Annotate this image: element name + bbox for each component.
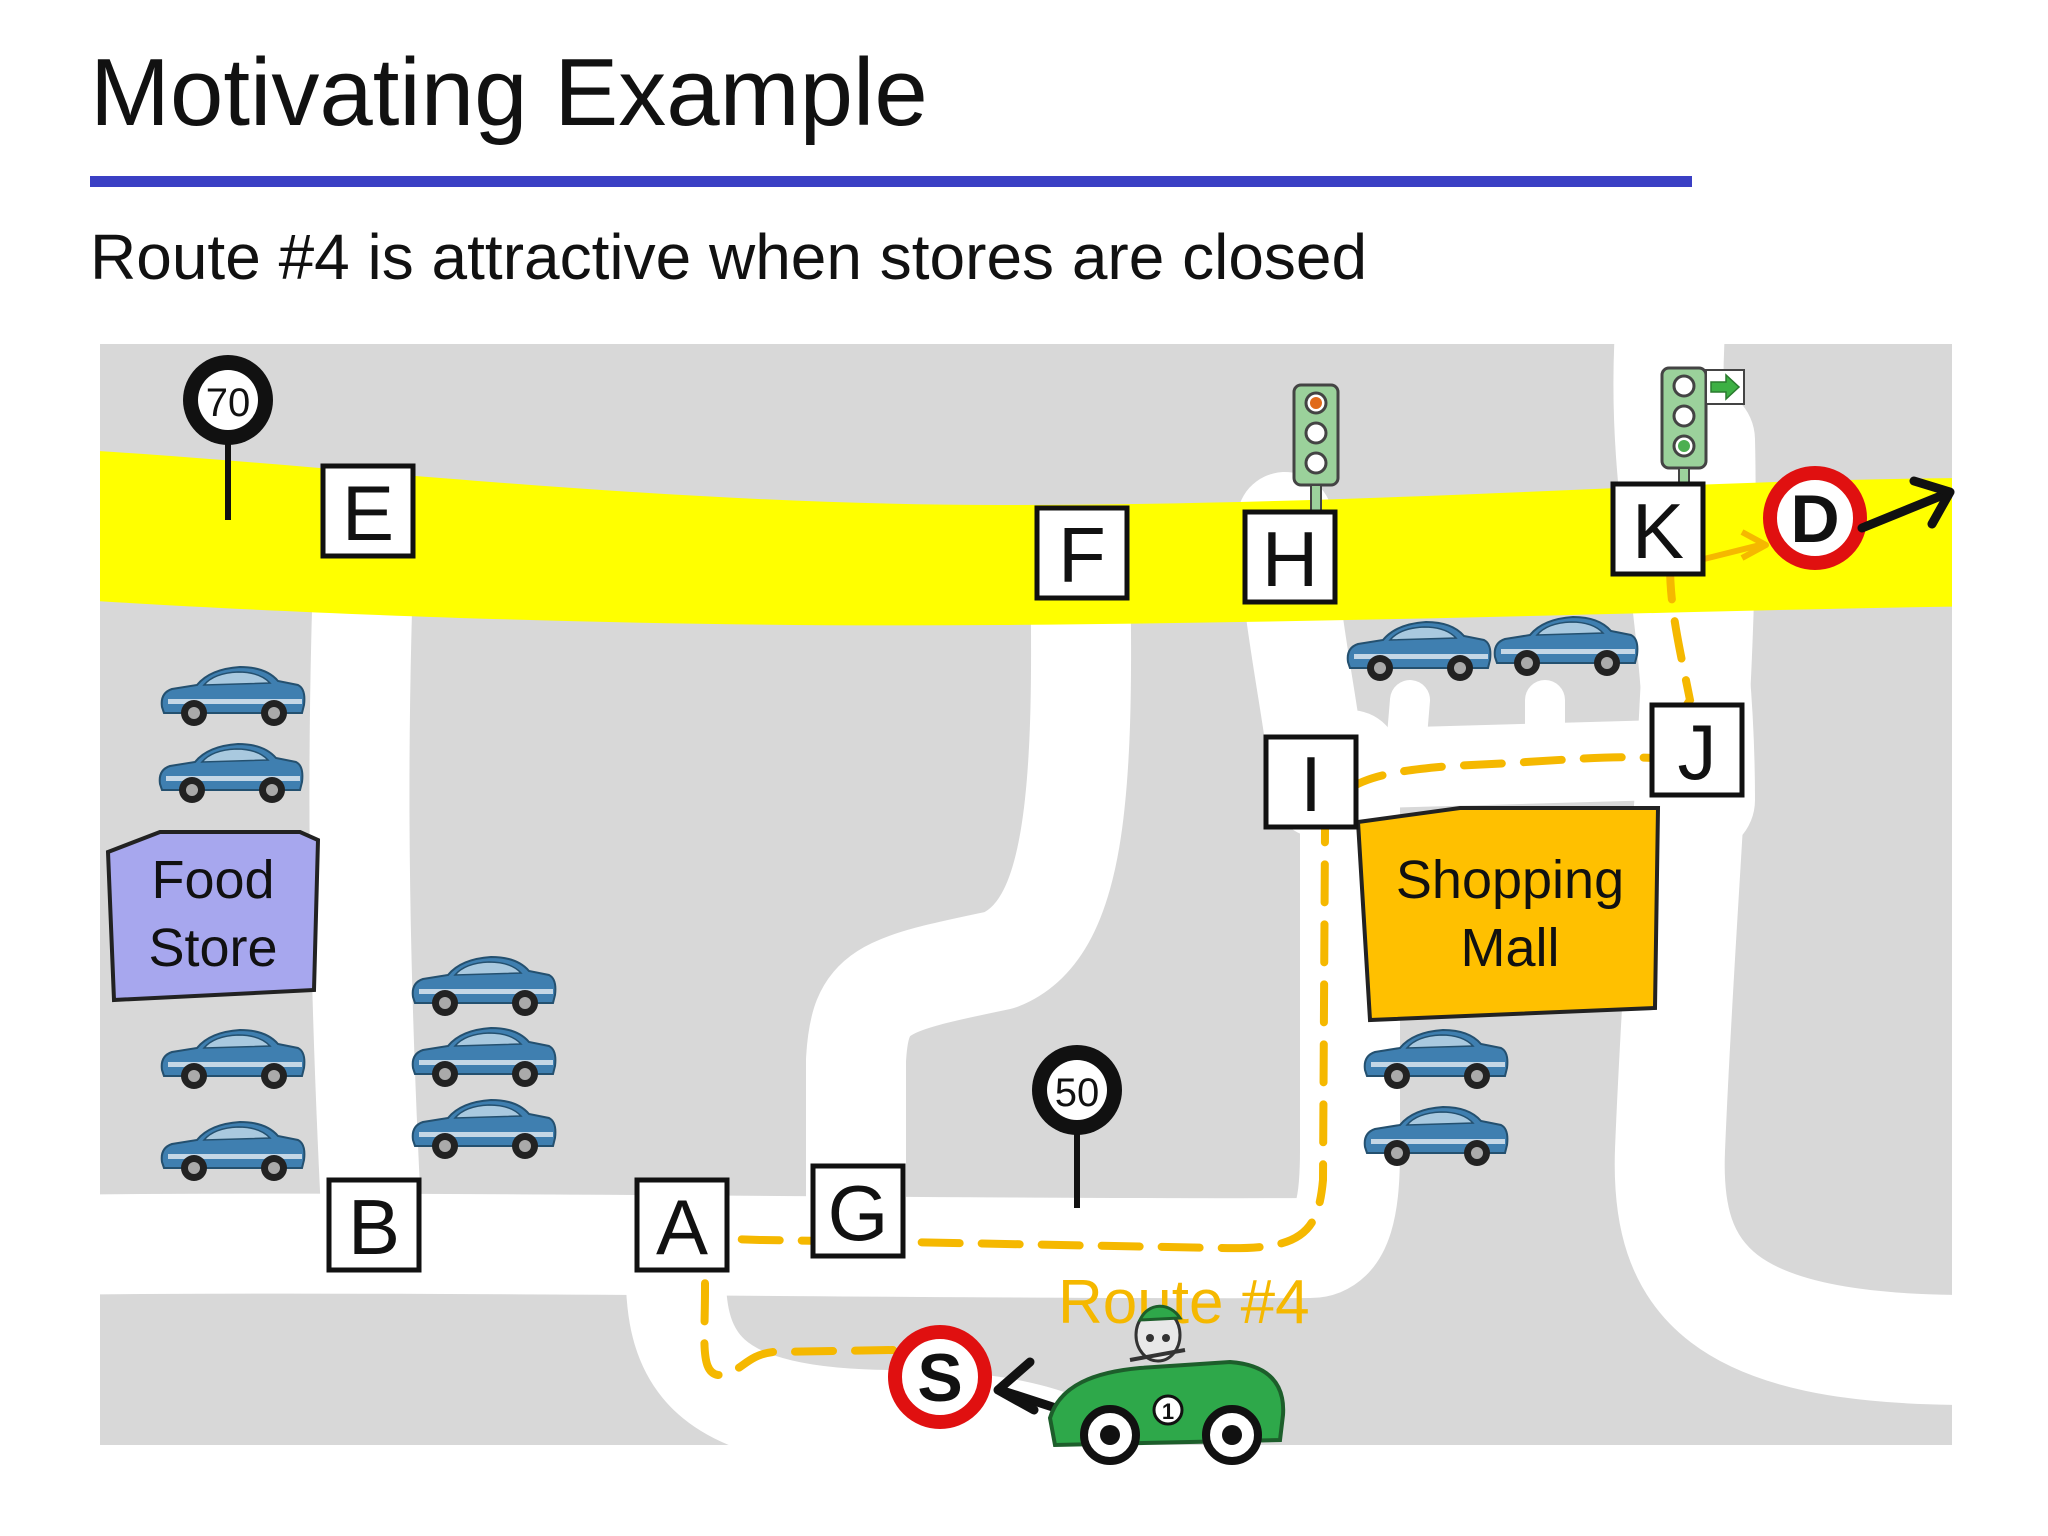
road-a-loop	[625, 1205, 1139, 1445]
shopping-mall-line2: Mall	[1460, 918, 1559, 978]
route-arrowhead	[1740, 529, 1769, 561]
svg-text:A: A	[656, 1183, 708, 1271]
intersection-k: K	[1610, 481, 1706, 577]
intersection-h: H	[1242, 509, 1338, 605]
road-k-right	[1614, 385, 1952, 1405]
speed-limit-50-sign: 50	[1032, 1045, 1122, 1208]
intersection-f: F	[1034, 505, 1130, 601]
road-e-b	[309, 470, 422, 1280]
green-arrow-right-icon	[1705, 369, 1745, 405]
svg-text:K: K	[1632, 487, 1684, 575]
svg-text:E: E	[342, 469, 394, 557]
road-f-loop	[806, 510, 1132, 1295]
route-label: Route #4	[1058, 1268, 1310, 1337]
slide-title: Motivating Example	[90, 39, 928, 146]
traffic-light-icon	[1292, 383, 1340, 515]
title-underline	[90, 176, 1692, 187]
svg-text:J: J	[1678, 708, 1717, 796]
svg-text:G: G	[828, 1169, 889, 1257]
intersection-b: B	[326, 1177, 422, 1273]
destination-marker: D	[1763, 466, 1955, 570]
food-store: Food Store	[105, 830, 321, 1003]
intersection-e: E	[320, 463, 416, 559]
food-store-line2: Store	[148, 918, 277, 978]
speed-limit-70-value: 70	[206, 381, 251, 425]
race-car-icon: 1	[1047, 1304, 1286, 1465]
slide-subtitle: Route #4 is attractive when stores are c…	[90, 221, 1368, 293]
shopping-mall-line1: Shopping	[1396, 850, 1624, 910]
intersection-j: J	[1649, 702, 1745, 798]
intersection-i: I	[1263, 734, 1359, 830]
food-store-line1: Food	[151, 850, 274, 910]
speed-limit-70-sign: 70	[183, 355, 273, 520]
speed-limit-50-value: 50	[1055, 1071, 1100, 1115]
traffic-light-icon	[1660, 366, 1708, 498]
destination-label: D	[1790, 481, 1839, 557]
intersection-g: G	[810, 1163, 906, 1259]
svg-text:B: B	[348, 1183, 400, 1271]
highway	[100, 451, 1952, 626]
road-bottom	[100, 710, 1400, 1299]
shopping-mall: Shopping Mall	[1355, 806, 1661, 1023]
start-label: S	[917, 1340, 962, 1416]
destination-arrow	[1857, 488, 1953, 533]
svg-text:F: F	[1058, 511, 1106, 599]
svg-text:H: H	[1262, 515, 1318, 603]
start-marker: S	[888, 1325, 1067, 1429]
svg-text:I: I	[1300, 740, 1322, 828]
road-stub-1	[1385, 680, 1430, 780]
intersection-a: A	[634, 1177, 730, 1273]
race-car-number: 1	[1162, 1399, 1174, 1424]
